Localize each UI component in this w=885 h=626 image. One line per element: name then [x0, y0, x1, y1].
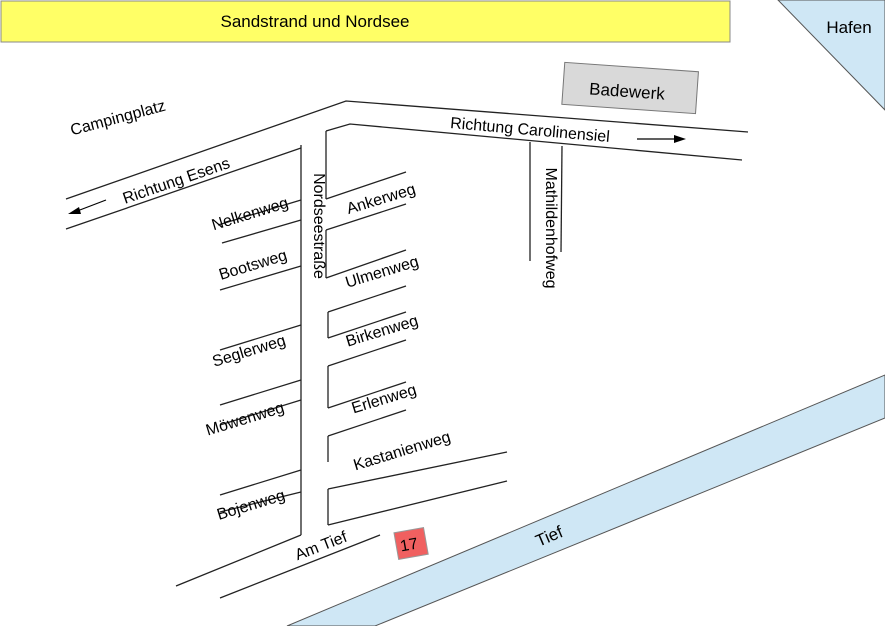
label-nelkenweg: Nelkenweg [210, 195, 291, 234]
ulmenweg-lower [327, 285, 407, 313]
richtung-esens-road-lower [65, 147, 302, 230]
moewenweg-upper [219, 399, 302, 426]
bojenweg-upper [219, 469, 302, 496]
richtung-esens-road-upper [65, 100, 749, 200]
nelkenweg-upper [217, 199, 302, 226]
label-richtung-esens: Richtung Esens [121, 155, 232, 208]
label-bootsweg: Bootsweg [217, 247, 289, 284]
label-seglerweg: Seglerweg [211, 332, 288, 370]
badewerk-building [561, 61, 699, 115]
ulmenweg-upper [325, 249, 407, 279]
label-birkenweg: Birkenweg [344, 312, 420, 350]
seglerweg-upper [219, 324, 302, 351]
carolinensiel-road-lower [325, 123, 743, 161]
bojenweg-lower [219, 491, 302, 513]
bootsweg-lower [219, 265, 302, 291]
label-ulmenweg: Ulmenweg [344, 253, 421, 291]
birkenweg-upper [327, 311, 407, 339]
location-marker[interactable]: 17 [393, 527, 429, 560]
ankerweg-upper [325, 171, 407, 200]
beach-label: Sandstrand und Nordsee [220, 12, 409, 31]
ankerweg-lower [325, 203, 407, 231]
nelkenweg-lower [221, 219, 302, 244]
erlenweg-lower [327, 409, 407, 437]
label-moewenweg: Möwenweg [204, 400, 286, 440]
arrow-right-icon [637, 135, 686, 143]
harbor-water [777, 0, 885, 111]
label-nordseestrasse: Nordseestraße [310, 173, 327, 279]
arrow-left-icon [68, 199, 107, 214]
river-tief [286, 374, 885, 626]
harbor-label: Hafen [826, 18, 871, 37]
camping-label: Campingplatz [69, 98, 168, 140]
label-kastanienweg: Kastanienweg [352, 429, 453, 475]
seglerweg-lower [219, 379, 302, 406]
mathildenhofweg-right [560, 145, 563, 253]
label-mathildenhofweg: Mathildenhofweg [542, 168, 559, 289]
kastanienweg-upper [327, 451, 508, 490]
erlenweg-upper [327, 381, 407, 409]
am-tief-upper [175, 534, 302, 587]
am-tief-upper-east [327, 480, 508, 526]
birkenweg-lower [327, 339, 407, 367]
label-erlenweg: Erlenweg [350, 382, 419, 418]
beach-area [0, 0, 731, 43]
am-tief-lower [219, 534, 381, 599]
marker-number: 17 [399, 536, 420, 556]
